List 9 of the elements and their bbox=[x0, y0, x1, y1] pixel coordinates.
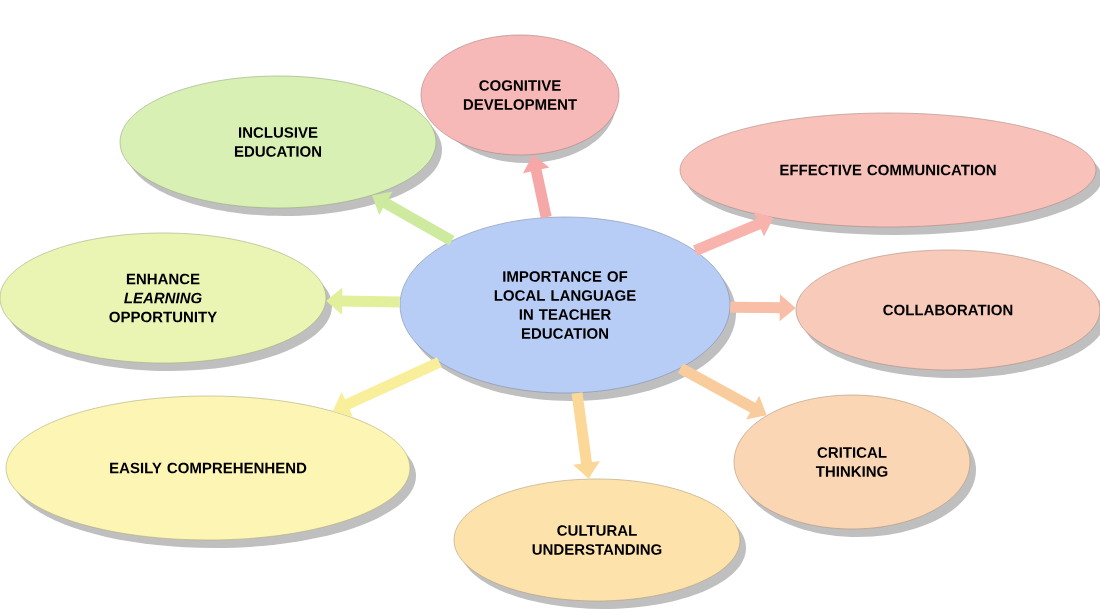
ellipse-node: CULTURAL UNDERSTANDING bbox=[453, 478, 746, 609]
ellipse-node: COGNITIVE DEVELOPMENT bbox=[420, 34, 620, 163]
ellipse-node: INCLUSIVE EDUCATION bbox=[119, 75, 442, 216]
ellipse-node: IMPORTANCE OF LOCAL LANGUAGE IN TEACHER EDUCATION bbox=[399, 216, 736, 401]
ellipse-node: ENHANCE LEARNING OPPORTUNITY bbox=[0, 232, 332, 371]
ellipse-node: CRITICAL THINKING bbox=[733, 394, 976, 537]
ellipse-node: COLLABORATION bbox=[795, 249, 1100, 378]
ellipse-node: EFFECTIVE COMMUNICATION bbox=[679, 112, 1100, 235]
ellipse-node: EASILY COMPREHENHEND bbox=[5, 395, 416, 548]
